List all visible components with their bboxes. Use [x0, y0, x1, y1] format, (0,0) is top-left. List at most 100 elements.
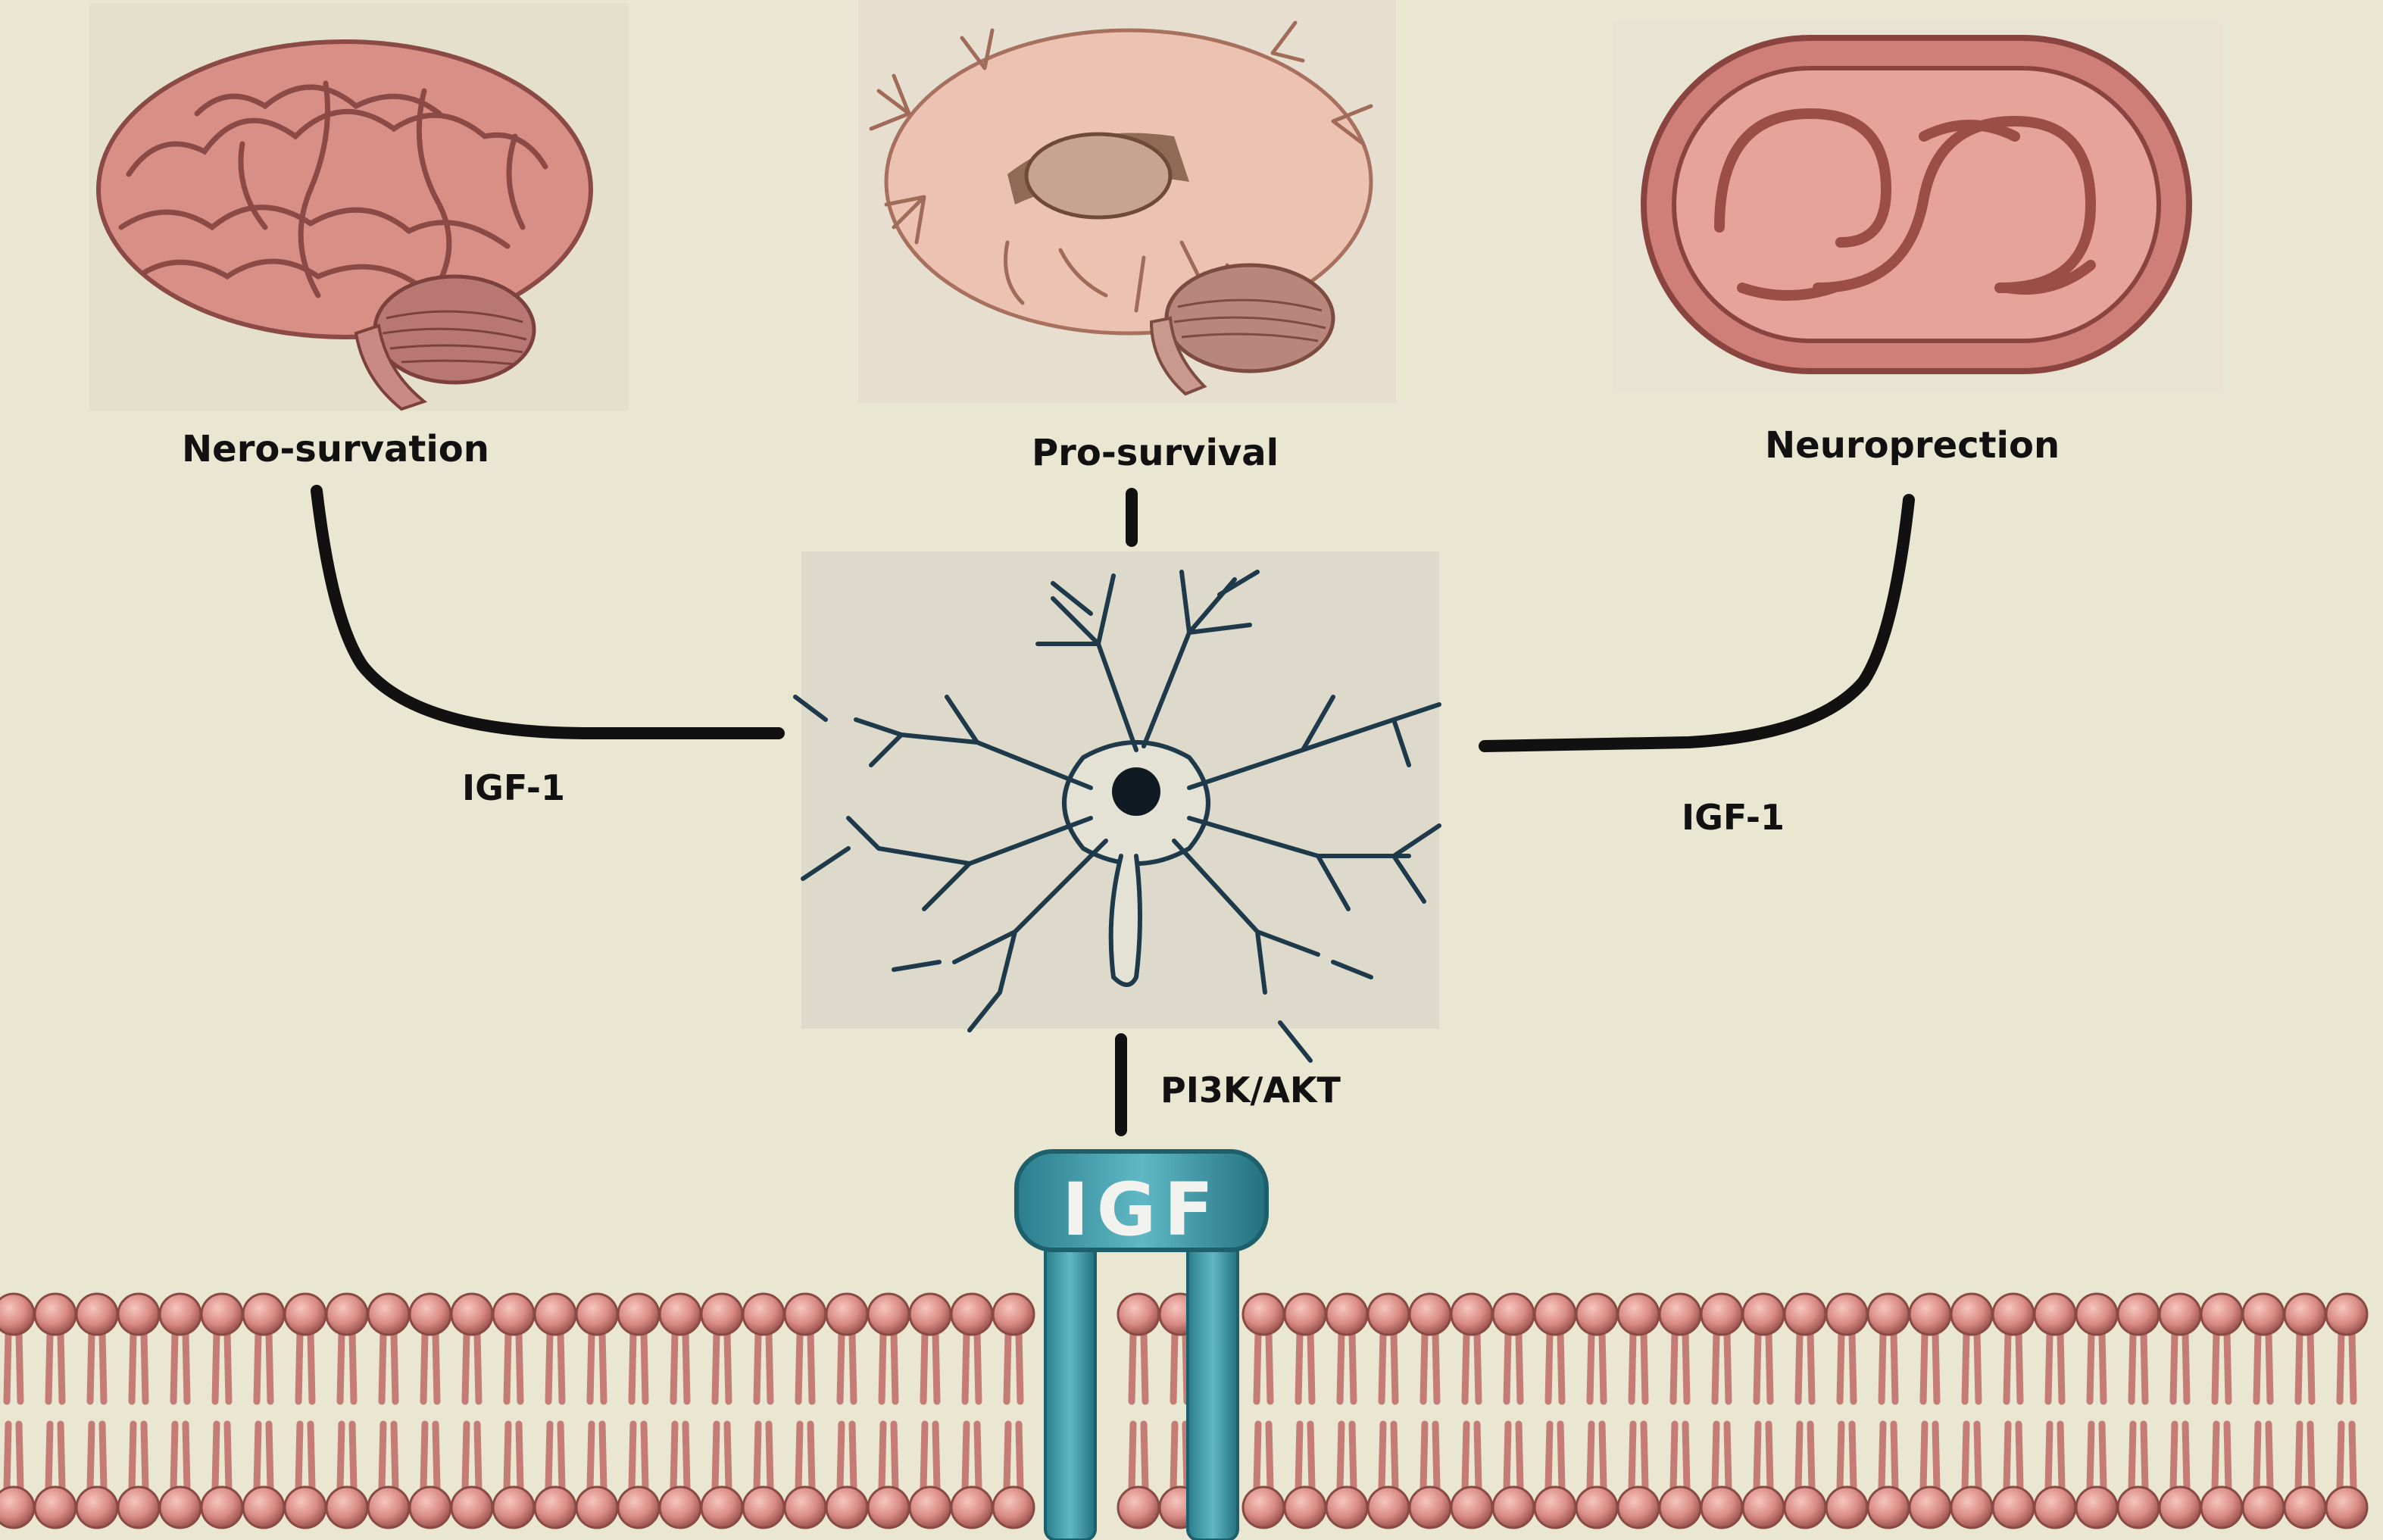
phospholipid-tail	[670, 1329, 691, 1405]
phospholipid-head	[1991, 1292, 2035, 1336]
phospholipid-head	[2241, 1485, 2285, 1529]
label-neuroprection: Neuroprection	[1765, 424, 2060, 467]
phospholipid-head	[2200, 1292, 2244, 1336]
label-igf1-right: IGF-1	[1682, 797, 1785, 838]
phospholipid-head	[2116, 1292, 2160, 1336]
phospholipid-head	[783, 1485, 827, 1529]
phospholipid-head	[2200, 1485, 2244, 1529]
phospholipid-tail	[1170, 1420, 1191, 1492]
phospholipid-tail	[1711, 1329, 1732, 1405]
phospholipid-tail	[2003, 1420, 2024, 1492]
phospholipid-head	[1450, 1485, 1494, 1529]
phospholipid-tail	[836, 1329, 857, 1405]
phospholipid-tail	[2211, 1329, 2232, 1405]
phospholipid-head	[1950, 1292, 1994, 1336]
phospholipid-tail	[3, 1420, 24, 1492]
phospholipid-head	[2325, 1485, 2369, 1529]
phospholipid-tail	[1128, 1420, 1149, 1492]
phospholipid-tail	[2128, 1420, 2149, 1492]
phospholipid-head	[908, 1292, 952, 1336]
phospholipid-tail	[2128, 1329, 2149, 1405]
phospholipid-tail	[128, 1420, 149, 1492]
phospholipid-tail	[1669, 1420, 1691, 1492]
phospholipid-tail	[295, 1329, 316, 1405]
phospholipid-head	[658, 1292, 702, 1336]
phospholipid-tail	[3, 1329, 24, 1405]
phospholipid-tail	[1503, 1420, 1524, 1492]
phospholipid-tail	[1503, 1329, 1524, 1405]
phospholipid-tail	[86, 1329, 108, 1405]
phospholipid-head	[992, 1292, 1035, 1336]
phospholipid-head	[575, 1485, 619, 1529]
phospholipid-tail	[586, 1329, 607, 1405]
phospholipid-tail	[253, 1420, 274, 1492]
phospholipid-tail	[378, 1420, 399, 1492]
phospholipid-head	[1241, 1485, 1285, 1529]
phospholipid-tail	[1628, 1329, 1649, 1405]
phospholipid-head	[1658, 1485, 1702, 1529]
connector-right	[1479, 494, 1915, 752]
phospholipid-head	[1533, 1485, 1577, 1529]
phospholipid-tail	[2044, 1420, 2066, 1492]
phospholipid-head	[200, 1292, 244, 1336]
phospholipid-tail	[795, 1329, 816, 1405]
phospholipid-tail	[1295, 1329, 1316, 1405]
phospholipid-tail	[961, 1329, 982, 1405]
phospholipid-tail	[2169, 1329, 2191, 1405]
phospholipid-head	[617, 1485, 661, 1529]
label-pi3k-akt: PI3K/AKT	[1160, 1070, 1341, 1110]
phospholipid-tail	[1753, 1329, 1774, 1405]
phospholipid-head	[158, 1485, 202, 1529]
mitochondrion-icon	[1613, 21, 2223, 392]
phospholipid-tail	[1378, 1329, 1399, 1405]
phospholipid-head	[367, 1485, 411, 1529]
phospholipid-head	[2158, 1292, 2202, 1336]
phospholipid-head	[1241, 1292, 1285, 1336]
igf-receptor-icon: IGF	[1014, 1149, 1269, 1540]
phospholipid-head	[1866, 1485, 1910, 1529]
phospholipid-tail	[1711, 1420, 1732, 1492]
phospholipid-head	[1575, 1485, 1619, 1529]
phospholipid-tail	[1170, 1329, 1191, 1405]
phospholipid-head	[1283, 1485, 1327, 1529]
phospholipid-tail	[878, 1420, 899, 1492]
phospholipid-tail	[795, 1420, 816, 1492]
phospholipid-head	[992, 1485, 1035, 1529]
phospholipid-tail	[1836, 1420, 1857, 1492]
phospholipid-head	[1408, 1485, 1452, 1529]
phospholipid-head	[1117, 1485, 1160, 1529]
phospholipid-tail	[1544, 1420, 1566, 1492]
phospholipid-head	[1366, 1485, 1410, 1529]
phospholipid-head	[283, 1485, 327, 1529]
phospholipid-head	[700, 1292, 744, 1336]
phospholipid-head	[2075, 1485, 2119, 1529]
phospholipid-head	[200, 1485, 244, 1529]
phospholipid-tail	[1419, 1329, 1441, 1405]
phospholipid-tail	[1794, 1329, 1816, 1405]
neuron-icon	[793, 551, 1441, 1063]
phospholipid-tail	[1669, 1329, 1691, 1405]
phospholipid-head	[658, 1485, 702, 1529]
phospholipid-tail	[503, 1420, 524, 1492]
phospholipid-tail	[2253, 1329, 2274, 1405]
phospholipid-tail	[670, 1420, 691, 1492]
phospholipid-head	[242, 1292, 286, 1336]
phospholipid-head	[1117, 1292, 1160, 1336]
phospholipid-head	[450, 1292, 494, 1336]
phospholipid-head	[742, 1485, 785, 1529]
phospholipid-tail	[45, 1420, 66, 1492]
phospholipid-head	[1950, 1485, 1994, 1529]
phospholipid-tail	[2086, 1420, 2107, 1492]
phospholipid-tail	[2044, 1329, 2066, 1405]
phospholipid-head	[325, 1292, 369, 1336]
phospholipid-tail	[1003, 1329, 1024, 1405]
phospholipid-tail	[711, 1329, 732, 1405]
phospholipid-tail	[1961, 1420, 1982, 1492]
phospholipid-head	[1616, 1292, 1660, 1336]
phospholipid-head	[867, 1485, 910, 1529]
phospholipid-head	[908, 1485, 952, 1529]
phospholipid-tail	[1461, 1420, 1482, 1492]
phospholipid-head	[1450, 1292, 1494, 1336]
phospholipid-head	[1783, 1292, 1827, 1336]
